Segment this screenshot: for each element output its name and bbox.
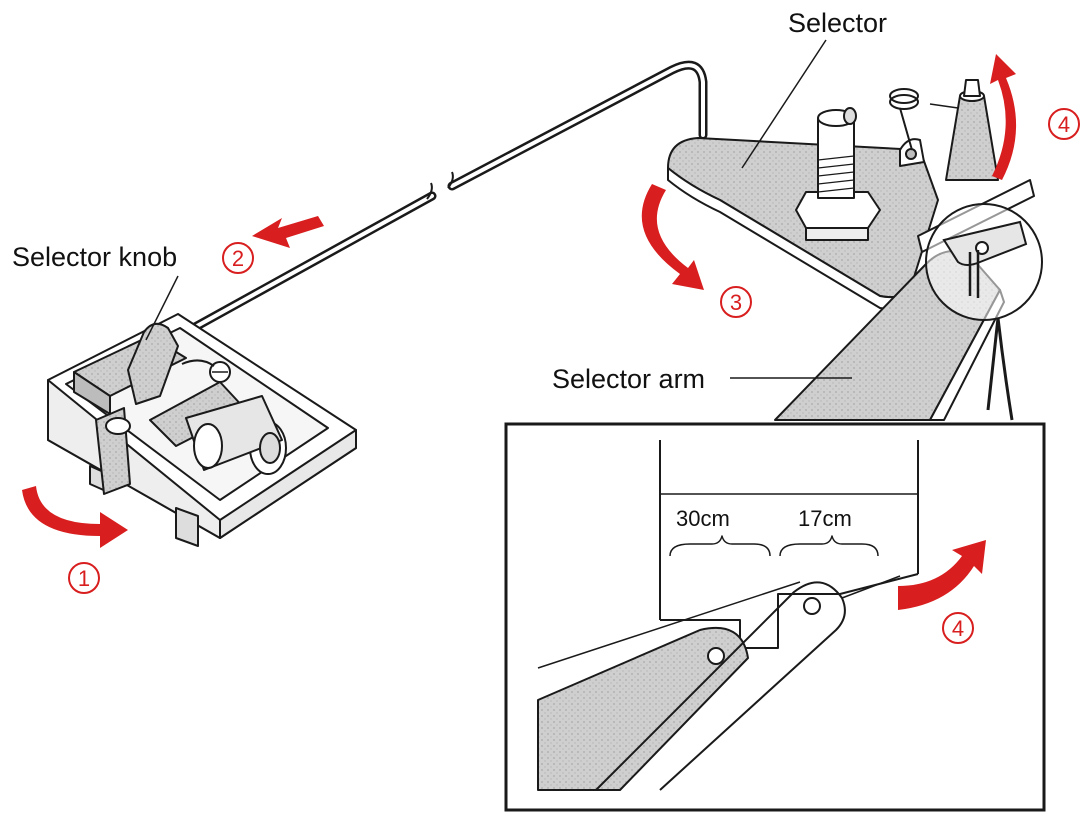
svg-text:1: 1 (78, 566, 90, 591)
step-4-inset-badge: 4 (942, 612, 974, 644)
selector-arm-label: Selector arm (552, 364, 705, 394)
step-4-top-badge: 4 (1048, 108, 1080, 140)
arrow-step-2 (252, 216, 324, 248)
detail-circle (925, 203, 1043, 421)
svg-text:2: 2 (232, 246, 244, 271)
dimension-17cm: 17cm (798, 506, 852, 531)
arrow-step-4-top (990, 54, 1017, 180)
arrow-step-1 (22, 486, 128, 548)
selector-leader (741, 39, 827, 169)
selector-knob-assembly (47, 313, 357, 547)
callouts: Selector Selector knob Selector arm (12, 8, 887, 394)
selector-knob-leader (145, 275, 179, 341)
step-2-badge: 2 (222, 242, 254, 274)
step-3-badge: 3 (720, 286, 752, 318)
step-badges: 1 2 3 4 4 (68, 108, 1080, 644)
arrow-step-3 (641, 184, 704, 290)
selector-label: Selector (788, 8, 887, 38)
svg-text:4: 4 (952, 616, 964, 641)
arrow-step-4-inset (898, 540, 986, 610)
motion-arrows (22, 54, 1017, 610)
svg-text:4: 4 (1058, 112, 1070, 137)
selector-knob-label: Selector knob (12, 242, 177, 272)
linkage-rod (145, 60, 708, 357)
step-1-badge: 1 (68, 562, 100, 594)
dimension-30cm: 30cm (676, 506, 730, 531)
svg-text:3: 3 (730, 290, 742, 315)
